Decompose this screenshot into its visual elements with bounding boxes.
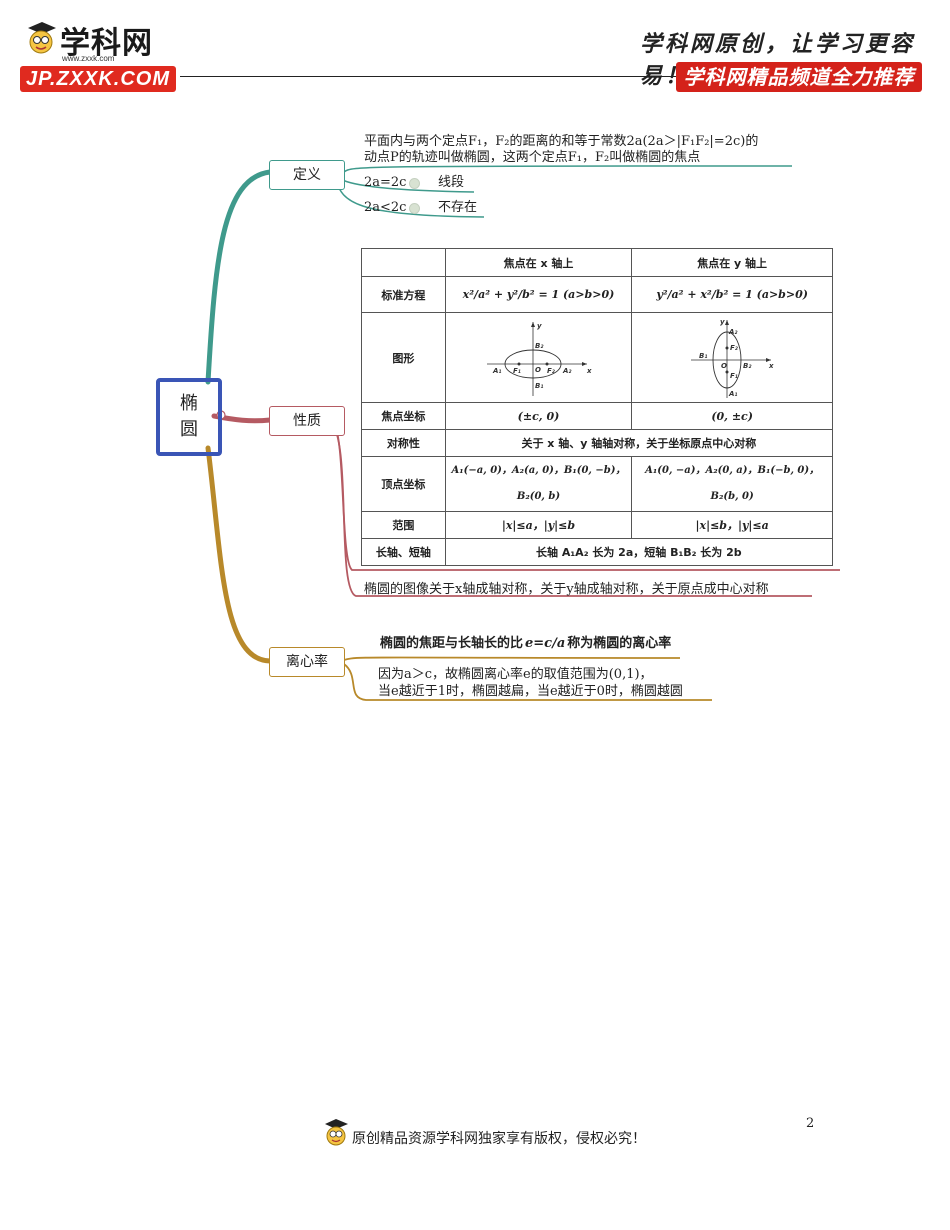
table-row: 对称性 关于 x 轴、y 轴轴对称，关于坐标原点中心对称 <box>361 429 834 457</box>
definition-text: 平面内与两个定点F₁，F₂的距离的和等于常数2a(2a＞|F₁F₂|=2c)的 … <box>364 134 794 166</box>
ellipse-y-axis-diagram: y x O A₂ A₁ B₁ B₂ F₂ F₁ <box>691 318 774 398</box>
ecc-def-formula: e=c/a <box>525 636 566 651</box>
table-row: 标准方程 x²/a² + y²/b² = 1 (a>b>0) y²/a² + x… <box>361 276 833 313</box>
axes-value: 长轴 A₁A₂ 长为 2a，短轴 B₁B₂ 长为 2b <box>444 538 834 566</box>
vertices-x-line2: B₂(0, b) <box>516 491 561 502</box>
gy-a2-label: A₂ <box>728 328 738 336</box>
header-divider <box>180 76 922 77</box>
ecc-line-2: 当e越近于1时，椭圆越扁，当e越近于0时，椭圆越圆 <box>378 684 683 699</box>
gx-f2-label: F₂ <box>547 367 556 375</box>
logo-url: www.zxxk.com <box>62 54 115 63</box>
gy-o-label: O <box>721 362 727 370</box>
table-header-row: 焦点在 x 轴上 焦点在 y 轴上 <box>361 248 833 277</box>
root-label: 椭圆 <box>180 393 198 440</box>
properties-note: 椭圆的图像关于x轴成轴对称，关于y轴成轴对称，关于原点成中心对称 <box>364 582 769 597</box>
foci-y: (0, ±c) <box>631 402 833 430</box>
table-header-x-axis: 焦点在 x 轴上 <box>444 248 633 277</box>
row-label-axes: 长轴、短轴 <box>361 538 446 566</box>
graph-x-cell: y x O A₁ A₂ B₁ B₂ F₁ F₂ <box>444 312 633 403</box>
case1-dot-icon <box>409 178 420 189</box>
table-row: 范围 |x|≤a，|y|≤b |x|≤b，|y|≤a <box>361 511 833 539</box>
range-y: |x|≤b，|y|≤a <box>631 511 833 539</box>
ecc-def-suffix: 称为椭圆的离心率 <box>567 636 672 651</box>
equation-y: y²/a² + x²/b² = 1 (a>b>0) <box>631 276 833 313</box>
header-banner: 学科网精品频道全力推荐 <box>676 62 922 92</box>
case2-dot-icon <box>409 203 420 214</box>
table-row: 长轴、短轴 长轴 A₁A₂ 长为 2a，短轴 B₁B₂ 长为 2b <box>361 538 834 566</box>
properties-table: 焦点在 x 轴上 焦点在 y 轴上 标准方程 x²/a² + y²/b² = 1… <box>361 248 834 566</box>
table-header-empty <box>361 248 446 277</box>
gx-b2-label: B₂ <box>535 342 544 350</box>
vertices-x: A₁(−a, 0)，A₂(a, 0)，B₁(0, −b)， B₂(0, b) <box>444 456 633 512</box>
gx-y-label: y <box>537 322 542 330</box>
row-label-equation: 标准方程 <box>361 276 446 313</box>
ecc-def-prefix: 椭圆的焦距与长轴长的比 <box>380 636 524 651</box>
header-slogan: 学科网原创，让学习更容易！ <box>640 31 916 89</box>
gx-a2-label: A₂ <box>562 367 572 375</box>
node-properties: 性质 <box>269 406 345 436</box>
row-label-range: 范围 <box>361 511 446 539</box>
equation-x: x²/a² + y²/b² = 1 (a>b>0) <box>444 276 633 313</box>
node-eccentricity: 离心率 <box>269 647 345 677</box>
definition-line-1: 平面内与两个定点F₁，F₂的距离的和等于常数2a(2a＞|F₁F₂|=2c)的 <box>364 134 759 149</box>
table-row: 顶点坐标 A₁(−a, 0)，A₂(a, 0)，B₁(0, −b)， B₂(0,… <box>361 456 833 512</box>
case1-result: 线段 <box>438 175 465 190</box>
case1-condition: 2a=2c <box>364 175 407 190</box>
graph-y-cell: y x O A₂ A₁ B₁ B₂ F₂ F₁ <box>631 312 833 403</box>
gx-o-label: O <box>535 366 541 374</box>
logo-name: 学科网 <box>60 27 153 60</box>
table-header-y-axis: 焦点在 y 轴上 <box>631 248 833 277</box>
footer-copyright: 原创精品资源学科网独家享有版权，侵权必究！ <box>352 1131 646 1147</box>
gx-a1-label: A₁ <box>492 367 501 375</box>
vertices-y-line2: B₂(b, 0) <box>710 491 754 502</box>
row-label-vertices: 顶点坐标 <box>361 456 446 512</box>
gy-a1-label: A₁ <box>728 390 737 398</box>
row-label-foci: 焦点坐标 <box>361 402 446 430</box>
range-x: |x|≤a，|y|≤b <box>444 511 633 539</box>
foci-x: (±c, 0) <box>444 402 633 430</box>
gx-f1-label: F₁ <box>513 367 521 375</box>
table-row: 焦点坐标 (±c, 0) (0, ±c) <box>361 402 833 430</box>
page-number: 2 <box>806 1116 815 1131</box>
definition-line-2: 动点P的轨迹叫做椭圆，这两个定点F₁，F₂叫做椭圆的焦点 <box>364 150 701 165</box>
eccentricity-explanation: 因为a＞c，故椭圆离心率e的取值范围为(0,1)， 当e越近于1时，椭圆越扁，当… <box>378 666 683 700</box>
mindmap-connectors <box>205 165 840 701</box>
mindmap-root: 椭圆 <box>156 378 222 456</box>
gy-y-label: y <box>720 318 725 326</box>
gy-b1-label: B₁ <box>699 352 707 360</box>
footer-mascot-icon <box>322 1116 350 1150</box>
gy-b2-label: B₂ <box>743 362 752 370</box>
gy-f1-label: F₁ <box>730 372 738 380</box>
logo-domain: JP.ZXXK.COM <box>20 66 176 92</box>
gy-f2-label: F₂ <box>730 344 739 352</box>
table-row: 图形 y x O A₁ A₂ B₁ B₂ F₁ F₂ <box>361 312 833 403</box>
row-label-graph: 图形 <box>361 312 446 403</box>
gx-x-label: x <box>586 367 592 375</box>
vertices-y: A₁(0, −a)，A₂(0, a)，B₁(−b, 0)， B₂(b, 0) <box>631 456 833 512</box>
node-definition: 定义 <box>269 160 345 190</box>
ellipse-x-axis-diagram: y x O A₁ A₂ B₁ B₂ F₁ F₂ <box>487 321 592 396</box>
vertices-y-line1: A₁(0, −a)，A₂(0, a)，B₁(−b, 0)， <box>645 465 820 476</box>
logo-mascot-icon <box>24 18 58 58</box>
case2-condition: 2a<2c <box>364 200 407 215</box>
row-label-symmetry: 对称性 <box>361 429 446 457</box>
case2-result: 不存在 <box>438 200 478 215</box>
ecc-line-1: 因为a＞c，故椭圆离心率e的取值范围为(0,1)， <box>378 667 653 682</box>
gx-b1-label: B₁ <box>535 382 543 390</box>
gy-x-label: x <box>768 362 774 370</box>
vertices-x-line1: A₁(−a, 0)，A₂(a, 0)，B₁(0, −b)， <box>451 465 626 476</box>
symmetry-value: 关于 x 轴、y 轴轴对称，关于坐标原点中心对称 <box>444 429 834 457</box>
